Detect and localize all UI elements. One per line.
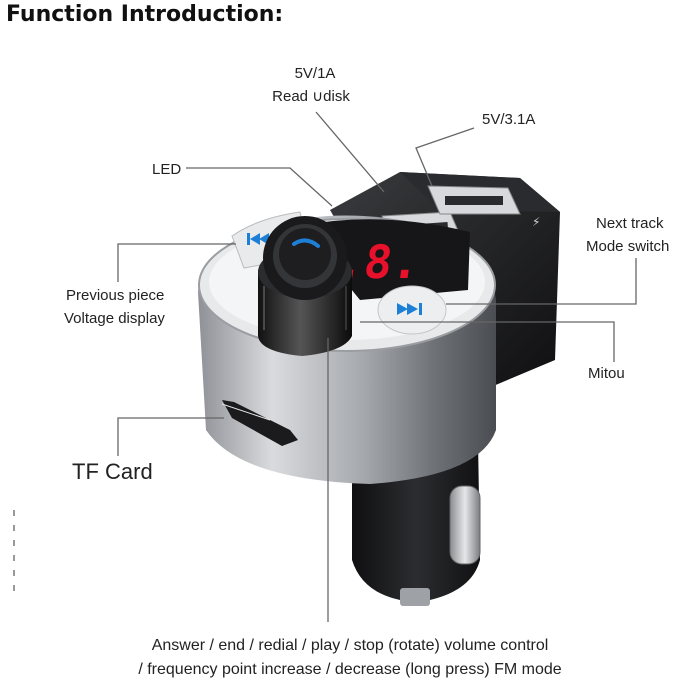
next-button[interactable]	[377, 285, 447, 335]
usb-port-31a[interactable]	[427, 185, 521, 215]
phone-answer-icon	[292, 238, 320, 248]
bottom-caption-line2: / frequency point increase / decrease (l…	[138, 661, 562, 678]
leader-tf	[117, 417, 224, 456]
edge-marks	[13, 510, 17, 610]
label-previous-line1: Previous piece	[66, 287, 165, 304]
page-title: Function Introduction:	[6, 2, 284, 27]
leader-mitou	[360, 321, 615, 362]
label-previous: Previous piece Voltage display	[64, 284, 165, 330]
leader-previous	[117, 243, 236, 282]
leader-led	[186, 167, 333, 207]
tf-card-slot[interactable]	[221, 400, 298, 446]
usb-symbol-icon: ⚡	[532, 215, 540, 229]
leader-lines	[117, 111, 637, 622]
next-track-icon	[397, 303, 422, 315]
label-tf-card: TF Card	[72, 459, 153, 484]
bottom-caption: Answer / end / redial / play / stop (rot…	[0, 634, 700, 682]
label-previous-line2: Voltage display	[64, 310, 165, 327]
leader-usb-1a	[315, 111, 385, 193]
label-led: LED	[152, 161, 182, 178]
bottom-caption-line1: Answer / end / redial / play / stop (rot…	[151, 637, 549, 654]
label-usb-31a: 5V/3.1A	[482, 111, 536, 128]
leader-next	[446, 258, 637, 305]
label-usb-1a-line2: Read ∪disk	[272, 88, 350, 105]
leader-usb-31a	[415, 127, 475, 187]
label-mitou: Mitou	[588, 365, 625, 382]
label-next-track: Next track Mode switch	[586, 212, 669, 258]
side-spring-contact	[449, 485, 481, 565]
label-usb-1a: 5V/1A Read ∪disk	[270, 62, 360, 108]
rotary-knob[interactable]	[258, 216, 352, 356]
label-next-track-line1: Next track	[596, 215, 664, 232]
label-next-track-line2: Mode switch	[586, 238, 670, 255]
label-usb-1a-line1: 5V/1A	[294, 65, 336, 82]
